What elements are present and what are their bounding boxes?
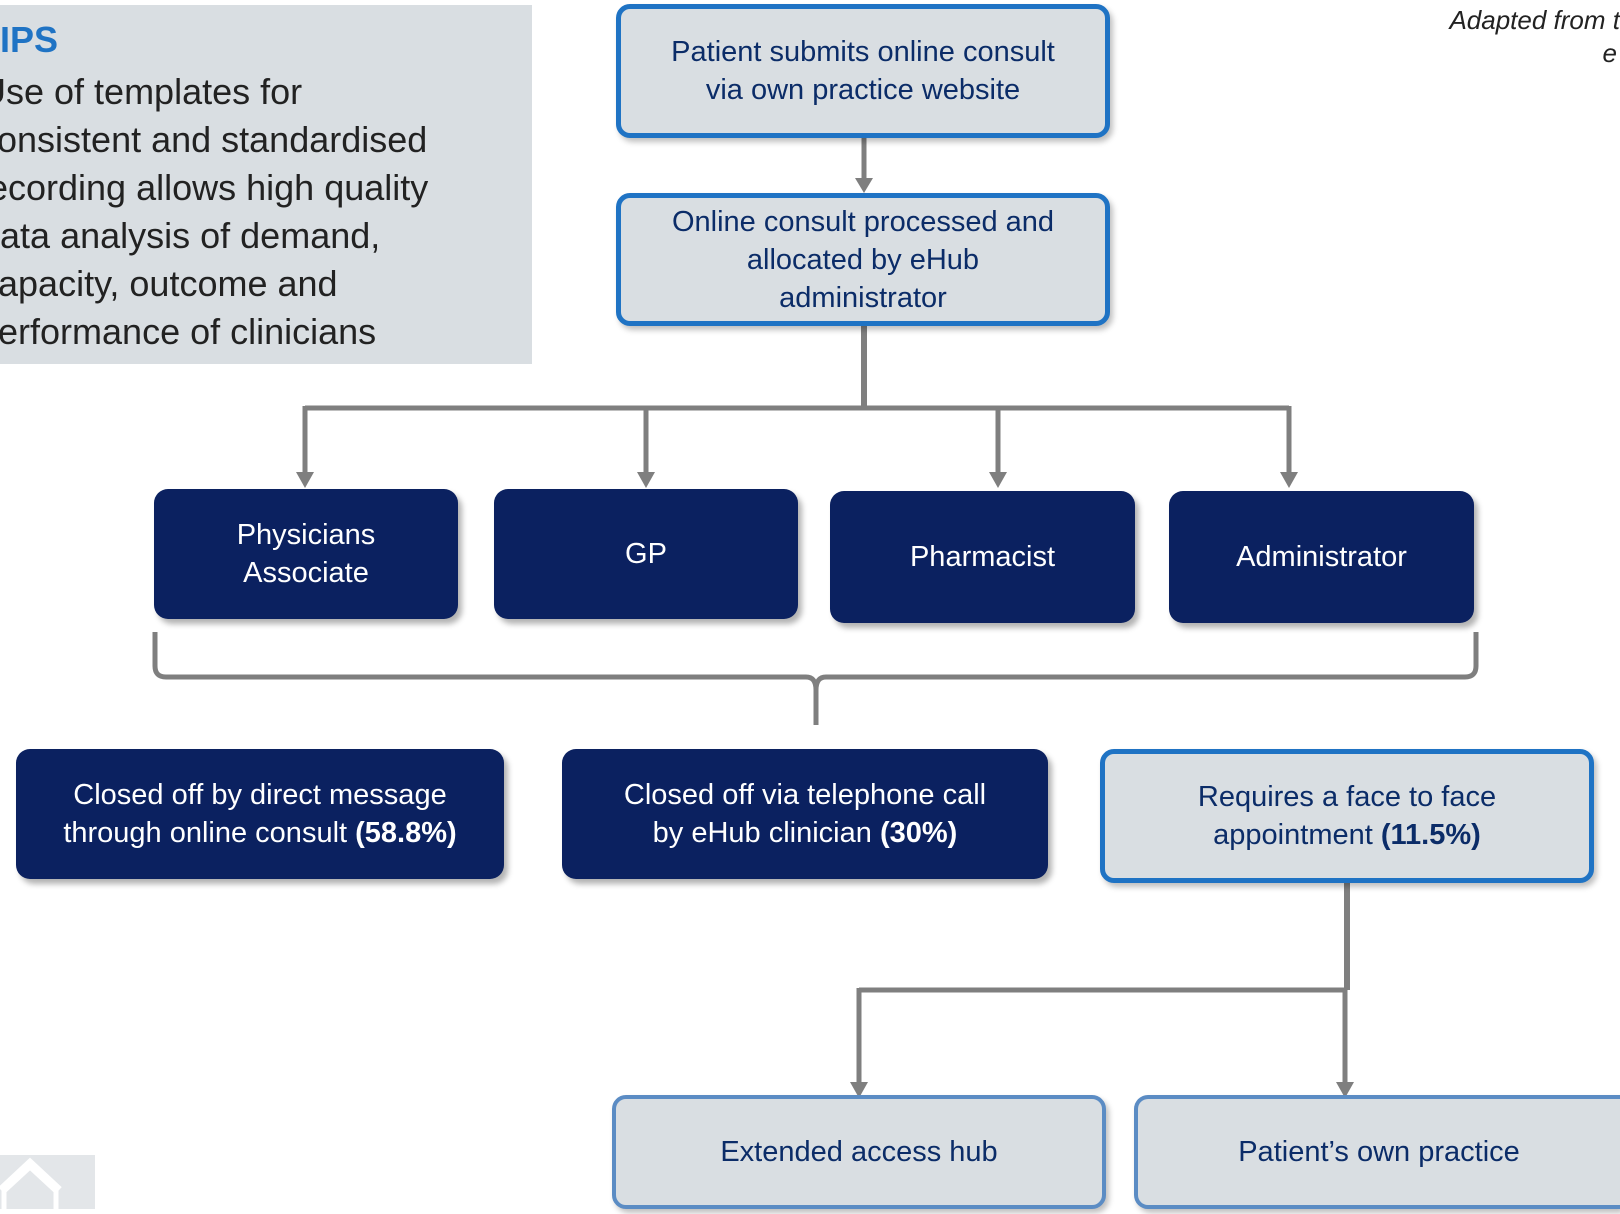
arrowhead [1336,1082,1354,1098]
outcome-box-face-to-face: Requires a face to face appointment (11.… [1100,749,1594,883]
tips-line: consistent and standardised [0,116,532,164]
tips-line-text: performance of clinicians [0,311,377,352]
box-text-line: by eHub clinician (30%) [624,814,986,852]
tips-title-text: TIPS [0,19,59,60]
tips-line-text: capacity, outcome and [0,263,338,304]
box-text-line: through online consult (58.8%) [63,814,456,852]
percentage-value: (30%) [879,817,958,849]
process-consult-box: Online consult processed and allocated b… [616,193,1110,326]
box-text-line: Pharmacist [909,541,1056,573]
grouping-brace [152,632,1479,725]
box-text-line: via own practice website [705,74,1021,106]
tips-line: Use of templates for [0,68,532,116]
arrowhead [989,472,1007,488]
source-note: Adapted from t e [1320,4,1620,70]
role-box-pharmacist: Pharmacist [830,491,1135,623]
box-text: by eHub clinician [652,817,880,849]
box-text-line: Administrator [1236,541,1407,573]
outcome-box-telephone: Closed off via telephone call by eHub cl… [562,749,1048,879]
percentage-value: (58.8%) [355,817,457,849]
tips-line: data analysis of demand, [0,212,532,260]
tips-line-text: data analysis of demand, [0,215,381,256]
arrowhead [1280,472,1298,488]
arrowhead [855,178,873,193]
submit-consult-box: Patient submits online consult via own p… [616,4,1110,138]
box-text-line: GP [625,538,667,570]
arrowhead [637,472,655,488]
home-icon [0,1157,62,1209]
outcome-box-direct-message: Closed off by direct message through onl… [16,749,504,879]
tips-line-text: recording allows high quality [0,167,429,208]
percentage-value: (11.5%) [1380,819,1481,851]
box-text-line: Closed off via telephone call [623,779,987,811]
destination-box-own-practice: Patient’s own practice [1134,1095,1620,1209]
box-text-line: Closed off by direct message [73,779,447,811]
box-text-line: appointment (11.5%) [1198,816,1496,854]
destination-box-extended-hub: Extended access hub [612,1095,1106,1209]
arrowhead [296,472,314,488]
box-text-line: Requires a face to face [1197,781,1497,813]
role-box-physicians-associate: Physicians Associate [154,489,458,619]
box-text: appointment [1213,819,1381,851]
tips-line-text: consistent and standardised [0,119,428,160]
tips-title: TIPS [0,19,532,61]
home-button[interactable] [0,1155,95,1209]
box-text: through online consult [63,817,356,849]
box-text-line: allocated by eHub [746,243,980,276]
tips-line: performance of clinicians [0,308,532,356]
tips-panel: TIPS Use of templates for consistent and… [0,5,532,364]
box-text-line: Physicians [236,519,376,551]
tips-line-text: Use of templates for [0,71,303,112]
tips-line: capacity, outcome and [0,260,532,308]
box-text-line: administrator [779,281,947,314]
role-box-gp: GP [494,489,798,619]
source-note-line: Adapted from t [1449,5,1620,35]
tips-body: Use of templates for consistent and stan… [0,68,532,358]
box-text-line: Patient submits online consult [671,36,1055,68]
box-text-line: Online consult processed and [671,205,1055,238]
tips-line: recording allows high quality [0,164,532,212]
arrowhead [850,1082,868,1098]
box-text-line: Extended access hub [720,1136,998,1168]
role-box-administrator: Administrator [1169,491,1474,623]
box-text-line: Associate [243,557,369,589]
source-note-line: e [1602,38,1617,68]
box-text-line: Patient’s own practice [1238,1136,1520,1168]
